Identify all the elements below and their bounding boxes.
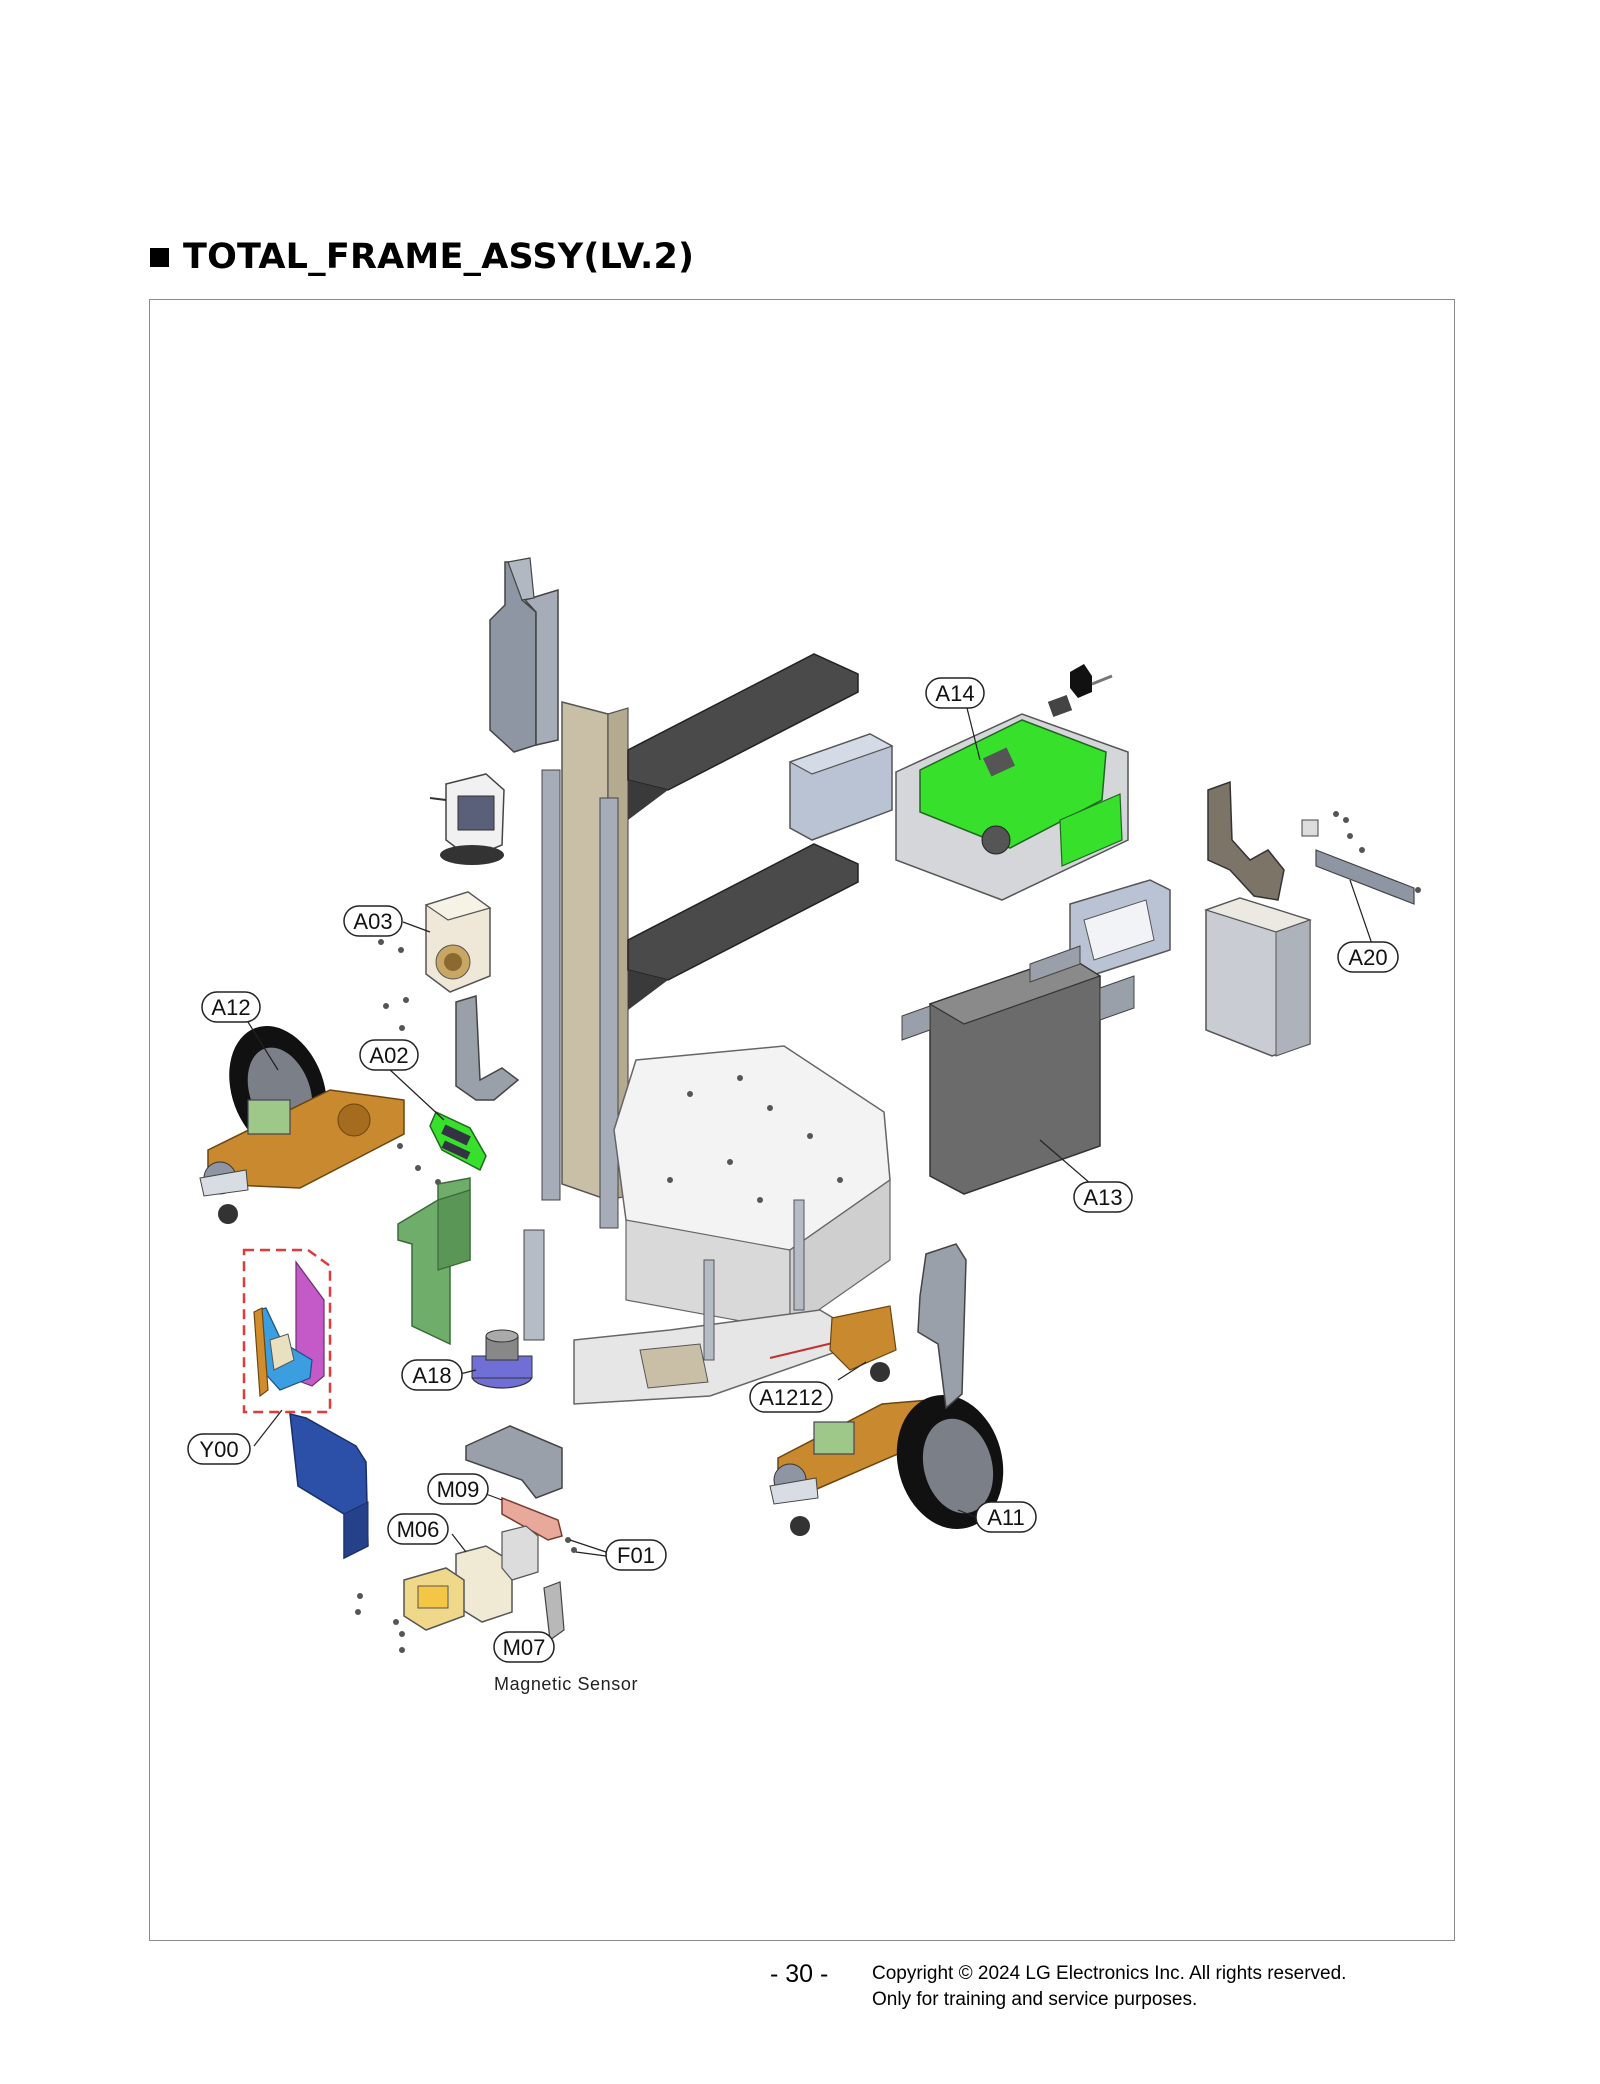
svg-text:M09: M09 [437,1477,480,1502]
caster-bracket-right [829,1243,967,1410]
shield-assembly-highlight [242,1248,332,1414]
callout-f01: F01 [605,1539,667,1571]
exploded-view-diagram: A14 A03 A12 A02 A20 A13 A18 A1212 [149,299,1455,1941]
lower-tray-arm [627,843,859,1010]
control-box-assembly [895,695,1129,901]
svg-text:A20: A20 [1348,945,1387,970]
callout-m07: M07 [493,1631,555,1663]
callout-a12: A12 [201,991,261,1023]
svg-text:A14: A14 [935,681,974,706]
callout-a1212: A1212 [749,1381,833,1413]
right-wheel-drive-unit [769,1394,1004,1536]
callout-m09: M09 [427,1473,489,1505]
page-number: - 30 - [770,1960,829,1988]
charging-terminal-bracket [1207,780,1421,905]
svg-text:A02: A02 [369,1043,408,1068]
electrical-cabinet [1204,897,1312,1057]
svg-text:Y00: Y00 [199,1437,238,1462]
callout-a20: A20 [1337,941,1399,973]
square-bullet-icon [150,247,169,267]
upper-tray-arm [627,653,859,820]
copyright-line-2: Only for training and service purposes. [872,1989,1198,2010]
callout-a11: A11 [975,1501,1037,1533]
leader-lines [247,707,1373,1649]
svg-text:A03: A03 [353,909,392,934]
svg-text:A11: A11 [987,1505,1025,1530]
callout-y00: Y00 [187,1433,251,1465]
mounting-frame-box [1069,879,1171,977]
callout-a03: A03 [343,905,403,937]
svg-text:M07: M07 [503,1635,546,1660]
battery-pack [901,945,1135,1195]
callout-a02: A02 [359,1039,419,1071]
main-column-frame [523,701,629,1341]
sensor-plate [543,1581,565,1642]
sensor-mount-bracket [465,1425,563,1499]
callout-a14: A14 [925,677,985,709]
fastener-set [355,1537,577,1653]
svg-text:A18: A18 [412,1363,451,1388]
page-heading: TOTAL_FRAME_ASSY(LV.2) [150,232,694,282]
callout-a18: A18 [401,1359,463,1391]
svg-text:F01: F01 [617,1543,655,1568]
page-title: TOTAL_FRAME_ASSY(LV.2) [183,237,695,277]
left-wheel-drive-unit [199,1026,405,1224]
svg-text:A1212: A1212 [759,1385,823,1410]
exploded-view-canvas: A14 A03 A12 A02 A20 A13 A18 A1212 [187,557,1421,1694]
callout-a13: A13 [1073,1181,1133,1213]
camera-module [429,773,505,865]
copyright-line-1: Copyright © 2024 LG Electronics Inc. All… [872,1963,1347,1984]
callout-m06: M06 [387,1513,449,1545]
svg-text:A13: A13 [1083,1185,1122,1210]
interface-pcb [429,1110,487,1172]
shield-plate-blue [289,1413,369,1560]
copyright-notice: Copyright © 2024 LG Electronics Inc. All… [872,1961,1346,2013]
magnetic-sensor-housing [403,1525,539,1631]
base-platform [573,1045,891,1405]
magnet-plate [501,1496,563,1541]
magnetic-sensor-note: Magnetic Sensor [494,1674,638,1694]
svg-text:A12: A12 [211,995,250,1020]
emergency-stop-switch [471,1329,533,1389]
svg-text:M06: M06 [397,1517,440,1542]
side-panel-cover [397,1177,471,1346]
power-connector [1070,664,1113,698]
lidar-module [424,891,492,993]
lift-bracket-upper [489,557,559,753]
mount-bracket-left [455,995,520,1101]
power-supply-unit [788,733,894,841]
